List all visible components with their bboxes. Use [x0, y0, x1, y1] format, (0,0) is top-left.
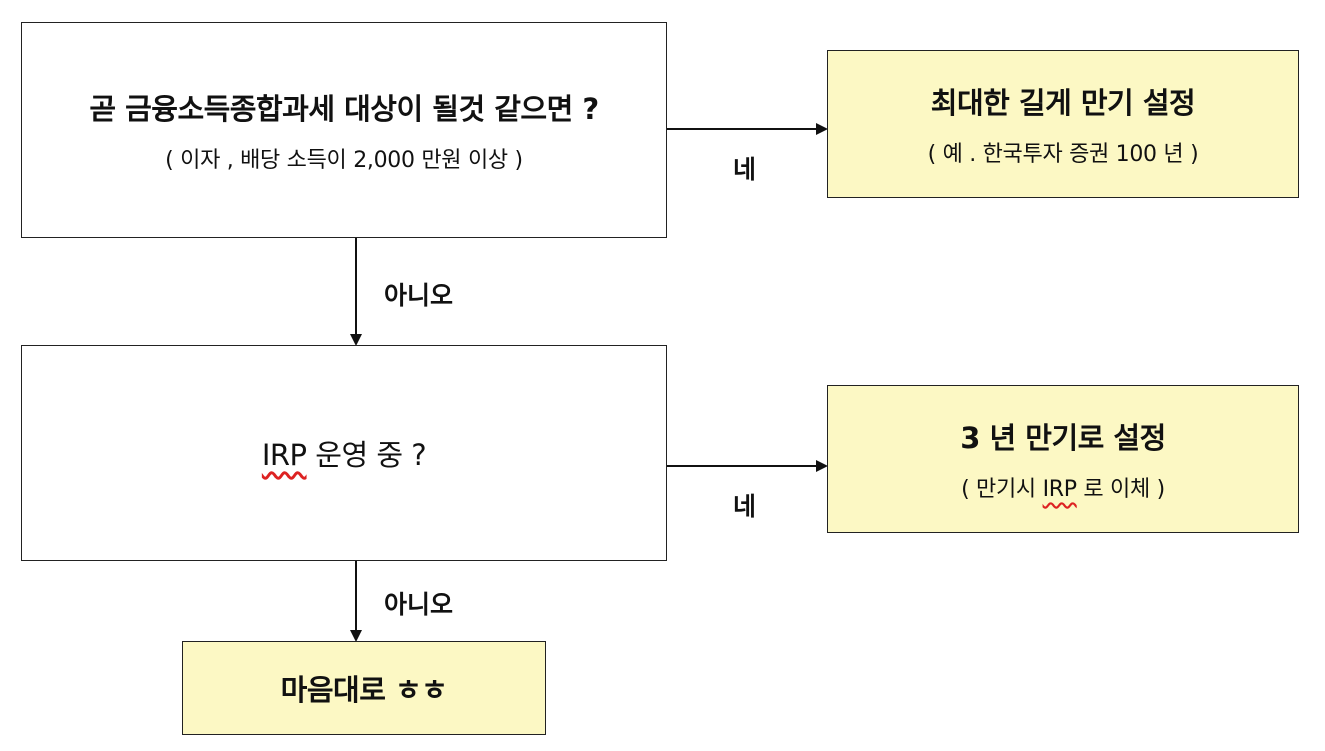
a3-title: 마음대로 ㅎㅎ	[280, 673, 448, 707]
a2-subtitle-irp: IRP	[1042, 477, 1077, 502]
a2-title: 3 년 만기로 설정	[960, 421, 1166, 455]
a1-title: 최대한 길게 만기 설정	[930, 86, 1196, 120]
edge-label-yes-2: 네	[733, 492, 757, 521]
q2-title-rest: 운영 중 ?	[306, 438, 427, 472]
q1-subtitle: ( 이자 , 배당 소득이 2,000 만원 이상 )	[165, 148, 523, 173]
result-node-a3: 마음대로 ㅎㅎ	[182, 641, 546, 735]
a2-subtitle: ( 만기시 IRP 로 이체 )	[961, 471, 1165, 503]
a2-subtitle-after: 로 이체 )	[1076, 477, 1165, 502]
result-node-a1: 최대한 길게 만기 설정 ( 예 . 한국투자 증권 100 년 )	[827, 50, 1299, 198]
q2-title: IRP 운영 중 ?	[261, 432, 427, 474]
q1-title: 곧 금융소득종합과세 대상이 될것 같으면 ?	[89, 92, 599, 126]
edge-label-no-1: 아니오	[384, 281, 454, 310]
a2-subtitle-before: ( 만기시	[961, 477, 1043, 502]
edge-label-no-2: 아니오	[384, 590, 454, 619]
edge-label-yes-1: 네	[733, 155, 757, 184]
decision-node-q2: IRP 운영 중 ?	[21, 345, 667, 561]
result-node-a2: 3 년 만기로 설정 ( 만기시 IRP 로 이체 )	[827, 385, 1299, 533]
a1-subtitle: ( 예 . 한국투자 증권 100 년 )	[927, 142, 1199, 167]
decision-node-q1: 곧 금융소득종합과세 대상이 될것 같으면 ? ( 이자 , 배당 소득이 2,…	[21, 22, 667, 238]
q2-title-irp: IRP	[261, 438, 307, 472]
